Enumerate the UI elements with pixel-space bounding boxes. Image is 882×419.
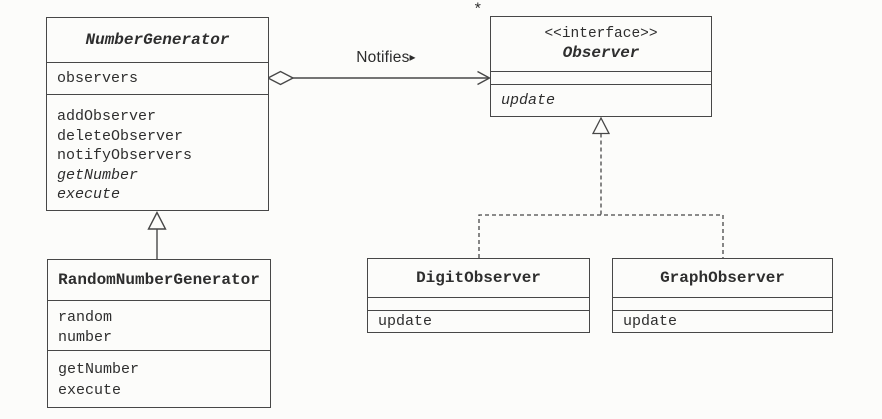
- method-item: notifyObservers: [57, 147, 193, 164]
- hollow-triangle-icon: [147, 210, 167, 230]
- method-item-abstract: update: [501, 92, 556, 109]
- methods-compartment: getNumber execute: [48, 351, 270, 401]
- stereotype-label: <<interface>>: [544, 26, 658, 42]
- class-box-random-number-generator: RandomNumberGenerator random number getN…: [47, 259, 271, 408]
- class-box-digit-observer: DigitObserver update: [367, 258, 590, 333]
- methods-compartment: addObserver deleteObserver notifyObserve…: [47, 95, 268, 205]
- attribute-item: random: [58, 309, 113, 326]
- association-label-notifies: Notifies▸: [338, 49, 434, 67]
- attributes-compartment: random number: [48, 301, 270, 351]
- method-item-abstract: getNumber: [57, 166, 139, 184]
- hollow-triangle-icon: [591, 116, 611, 135]
- class-name: DigitObserver: [416, 269, 541, 287]
- attributes-compartment-empty: [368, 298, 589, 311]
- attribute-item: observers: [57, 70, 139, 87]
- method-item-abstract: execute: [57, 186, 121, 203]
- methods-compartment: update: [613, 311, 832, 332]
- class-name: GraphObserver: [660, 269, 785, 287]
- attributes-compartment-empty: [491, 72, 711, 85]
- class-box-observer-interface: <<interface>> Observer update: [490, 16, 712, 117]
- generalization-arrow-rng-to-numbergenerator: [147, 210, 167, 259]
- method-item: getNumber: [58, 361, 140, 378]
- class-name-heading: DigitObserver: [368, 259, 589, 298]
- class-box-graph-observer: GraphObserver update: [612, 258, 833, 333]
- attributes-compartment-empty: [613, 298, 832, 311]
- direction-triangle-icon: ▸: [409, 50, 416, 64]
- method-item: deleteObserver: [57, 127, 184, 145]
- methods-compartment: update: [491, 85, 711, 111]
- class-name-heading: RandomNumberGenerator: [48, 260, 270, 301]
- aggregation-association-notifies: [266, 70, 491, 86]
- method-item: addObserver: [57, 108, 157, 125]
- methods-compartment: update: [368, 311, 589, 332]
- class-name: RandomNumberGenerator: [58, 271, 260, 289]
- class-name: NumberGenerator: [85, 31, 230, 49]
- class-box-number-generator: NumberGenerator observers addObserver de…: [46, 17, 269, 211]
- open-arrowhead-icon: [477, 70, 491, 86]
- class-name-heading: <<interface>> Observer: [491, 17, 711, 72]
- aggregation-diamond-icon: [266, 70, 295, 86]
- attributes-compartment: observers: [47, 63, 268, 95]
- method-item: update: [623, 313, 678, 330]
- method-item: update: [378, 313, 433, 330]
- realization-arrows-to-observer: [478, 116, 724, 258]
- class-name-heading: NumberGenerator: [47, 18, 268, 63]
- association-label-text: Notifies: [356, 49, 410, 66]
- class-name: Observer: [562, 44, 640, 62]
- attribute-item: number: [58, 329, 113, 346]
- class-name-heading: GraphObserver: [613, 259, 832, 298]
- method-item: execute: [58, 382, 122, 399]
- multiplicity-star: *: [473, 1, 483, 19]
